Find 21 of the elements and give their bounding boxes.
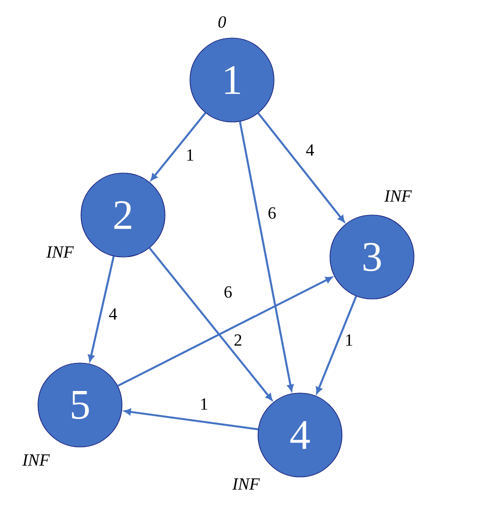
arrow xyxy=(316,296,358,394)
edge-label: 6 xyxy=(266,206,278,220)
arrow xyxy=(117,276,332,387)
edge-label: 6 xyxy=(222,284,234,300)
distance-label: 0 xyxy=(218,16,226,28)
edge-label: 1 xyxy=(343,332,355,348)
edge-label: 1 xyxy=(198,396,210,412)
arrow xyxy=(148,247,272,400)
distance-label: INF xyxy=(384,190,412,202)
distance-label: INF xyxy=(46,246,74,258)
arrow xyxy=(150,112,206,181)
arrow xyxy=(88,256,115,362)
arrow xyxy=(238,121,294,392)
distance-label: INF xyxy=(232,478,260,490)
arrow xyxy=(257,112,345,222)
edge-label: 4 xyxy=(107,306,119,322)
edge-label: 1 xyxy=(184,148,196,162)
edge-label: 2 xyxy=(232,332,244,348)
distance-label: INF xyxy=(22,454,50,466)
edge-label: 4 xyxy=(304,142,316,158)
arrow xyxy=(124,408,258,430)
